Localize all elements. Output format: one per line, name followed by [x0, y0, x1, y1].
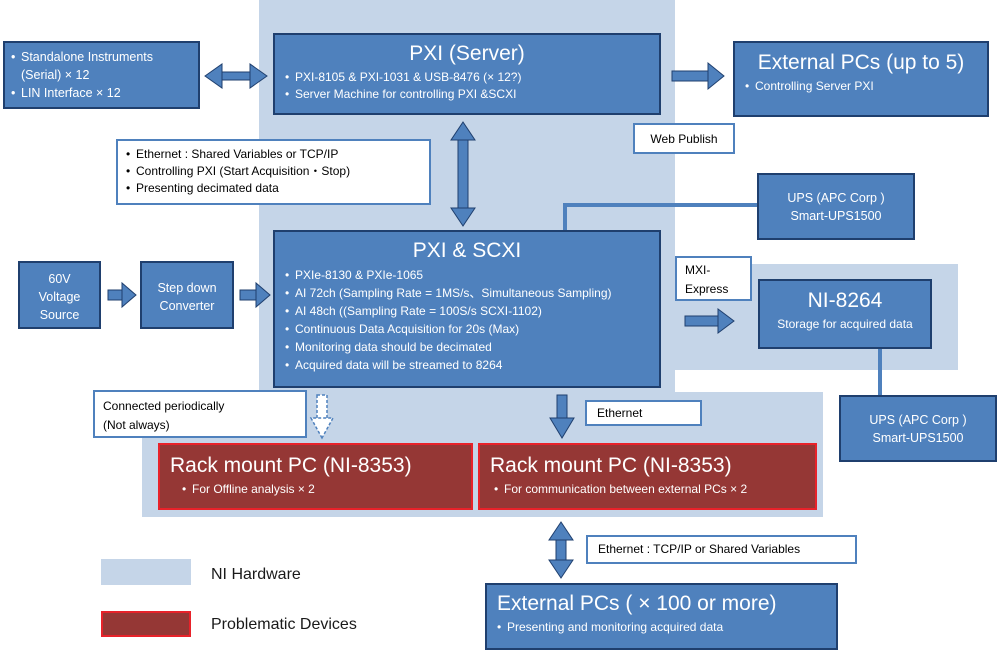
arrow-scxi-ni8264: [684, 308, 735, 334]
rack2-title: Rack mount PC (NI-8353): [490, 454, 732, 477]
connected-periodically-note: Connected periodically (Not always): [93, 390, 307, 438]
ups-box-2: UPS (APC Corp ) Smart-UPS1500: [839, 395, 997, 462]
mxi-line-1: MXI-: [685, 263, 711, 277]
ethernet-tcp-ip-label: Ethernet : TCP/IP or Shared Variables: [586, 535, 857, 564]
connected-line-2: (Not always): [103, 418, 170, 432]
legend-problematic-label: Problematic Devices: [211, 616, 357, 633]
rack-mount-pc-communication-box: Rack mount PC (NI-8353) For communicatio…: [478, 443, 817, 510]
legend-problematic-swatch: [101, 611, 191, 637]
ups1-line-1: UPS (APC Corp ): [787, 191, 885, 205]
pxi-scxi-line-6: Acquired data will be streamed to 8264: [285, 356, 649, 374]
pxi-scxi-line-5: Monitoring data should be decimated: [285, 338, 649, 356]
external-pcs-100-title: External PCs ( × 100 or more): [497, 592, 777, 615]
ups2-line-2: Smart-UPS1500: [872, 431, 964, 445]
arrow-scxi-rack2: [549, 394, 575, 439]
rack-mount-pc-offline-box: Rack mount PC (NI-8353) For Offline anal…: [158, 443, 473, 510]
ethernet-note-line-3: Presenting decimated data: [126, 180, 421, 197]
rack1-line-1: For Offline analysis × 2: [182, 481, 461, 498]
ups-box-1: UPS (APC Corp ) Smart-UPS1500: [757, 173, 915, 240]
external-pcs-5-box: External PCs (up to 5) Controlling Serve…: [733, 41, 989, 117]
voltage-line-1: 60V: [48, 272, 71, 286]
arrow-stepdown-scxi: [239, 281, 271, 309]
ethernet-label: Ethernet: [585, 400, 702, 426]
stepdown-line-1: Step down: [157, 281, 217, 295]
pxi-server-line-1: PXI-8105 & PXI-1031 & USB-8476 (× 12?): [285, 69, 649, 86]
voltage-source-box: 60V Voltage Source: [18, 261, 101, 329]
pxi-server-title: PXI (Server): [409, 42, 525, 65]
ni-8264-subtitle: Storage for acquired data: [777, 317, 913, 331]
arrow-server-extpcs: [671, 61, 725, 91]
web-publish-label: Web Publish: [633, 123, 735, 154]
arrow-scxi-rack1-dashed: [309, 394, 335, 440]
voltage-line-3: Source: [39, 308, 80, 322]
legend-ni-hardware-swatch: [101, 559, 191, 585]
pxi-scxi-line-1: PXIe-8130 & PXIe-1065: [285, 266, 649, 284]
arrow-standalone-server: [204, 63, 268, 89]
ethernet-note-line-2: Controlling PXI (Start Acquisition・Stop): [126, 163, 421, 180]
mxi-line-2: Express: [685, 282, 729, 296]
connected-line-1: Connected periodically: [103, 399, 225, 413]
standalone-line-1: Standalone Instruments (Serial) × 12: [11, 48, 192, 84]
external-pcs-100-line-1: Presenting and monitoring acquired data: [497, 619, 826, 636]
standalone-instruments-box: Standalone Instruments (Serial) × 12 LIN…: [3, 41, 200, 109]
pxi-scxi-box: PXI & SCXI PXIe-8130 & PXIe-1065 AI 72ch…: [273, 230, 661, 388]
arrow-voltage-stepdown: [107, 281, 137, 309]
step-down-converter-box: Step down Converter: [140, 261, 234, 329]
stepdown-line-2: Converter: [159, 299, 215, 313]
ethernet-shared-variables-note: Ethernet : Shared Variables or TCP/IP Co…: [116, 139, 431, 205]
legend-ni-hardware-label: NI Hardware: [211, 566, 301, 583]
standalone-line-2: LIN Interface × 12: [11, 84, 192, 102]
ups1-line-2: Smart-UPS1500: [790, 209, 882, 223]
ni-8264-box: NI-8264 Storage for acquired data: [758, 279, 932, 349]
pxi-scxi-line-4: Continuous Data Acquisition for 20s (Max…: [285, 320, 649, 338]
external-pcs-5-title: External PCs (up to 5): [757, 51, 965, 74]
ethernet-tcp-text: Ethernet : TCP/IP or Shared Variables: [598, 542, 801, 556]
pxi-scxi-title: PXI & SCXI: [412, 239, 522, 262]
ni-8264-title: NI-8264: [807, 289, 883, 312]
pxi-scxi-line-3: AI 48ch ((Sampling Rate = 100S/s SCXI-11…: [285, 302, 649, 320]
external-pcs-100-box: External PCs ( × 100 or more) Presenting…: [485, 583, 838, 650]
rack2-line-1: For communication between external PCs ×…: [494, 481, 805, 498]
arrow-server-scxi: [450, 121, 476, 227]
ups2-line-1: UPS (APC Corp ): [869, 413, 967, 427]
rack1-title: Rack mount PC (NI-8353): [170, 454, 412, 477]
pxi-server-box: PXI (Server) PXI-8105 & PXI-1031 & USB-8…: [273, 33, 661, 115]
web-publish-text: Web Publish: [650, 132, 718, 146]
ethernet-label-text: Ethernet: [597, 406, 643, 420]
external-pcs-5-line-1: Controlling Server PXI: [745, 78, 977, 95]
pxi-scxi-line-2: AI 72ch (Sampling Rate = 1MS/s、Simultane…: [285, 284, 649, 302]
voltage-line-2: Voltage: [38, 290, 81, 304]
pxi-server-line-2: Server Machine for controlling PXI &SCXI: [285, 86, 649, 103]
arrow-rack2-extpcs100: [548, 521, 574, 579]
mxi-express-label: MXI- Express: [675, 256, 752, 301]
ethernet-note-line-1: Ethernet : Shared Variables or TCP/IP: [126, 146, 421, 163]
